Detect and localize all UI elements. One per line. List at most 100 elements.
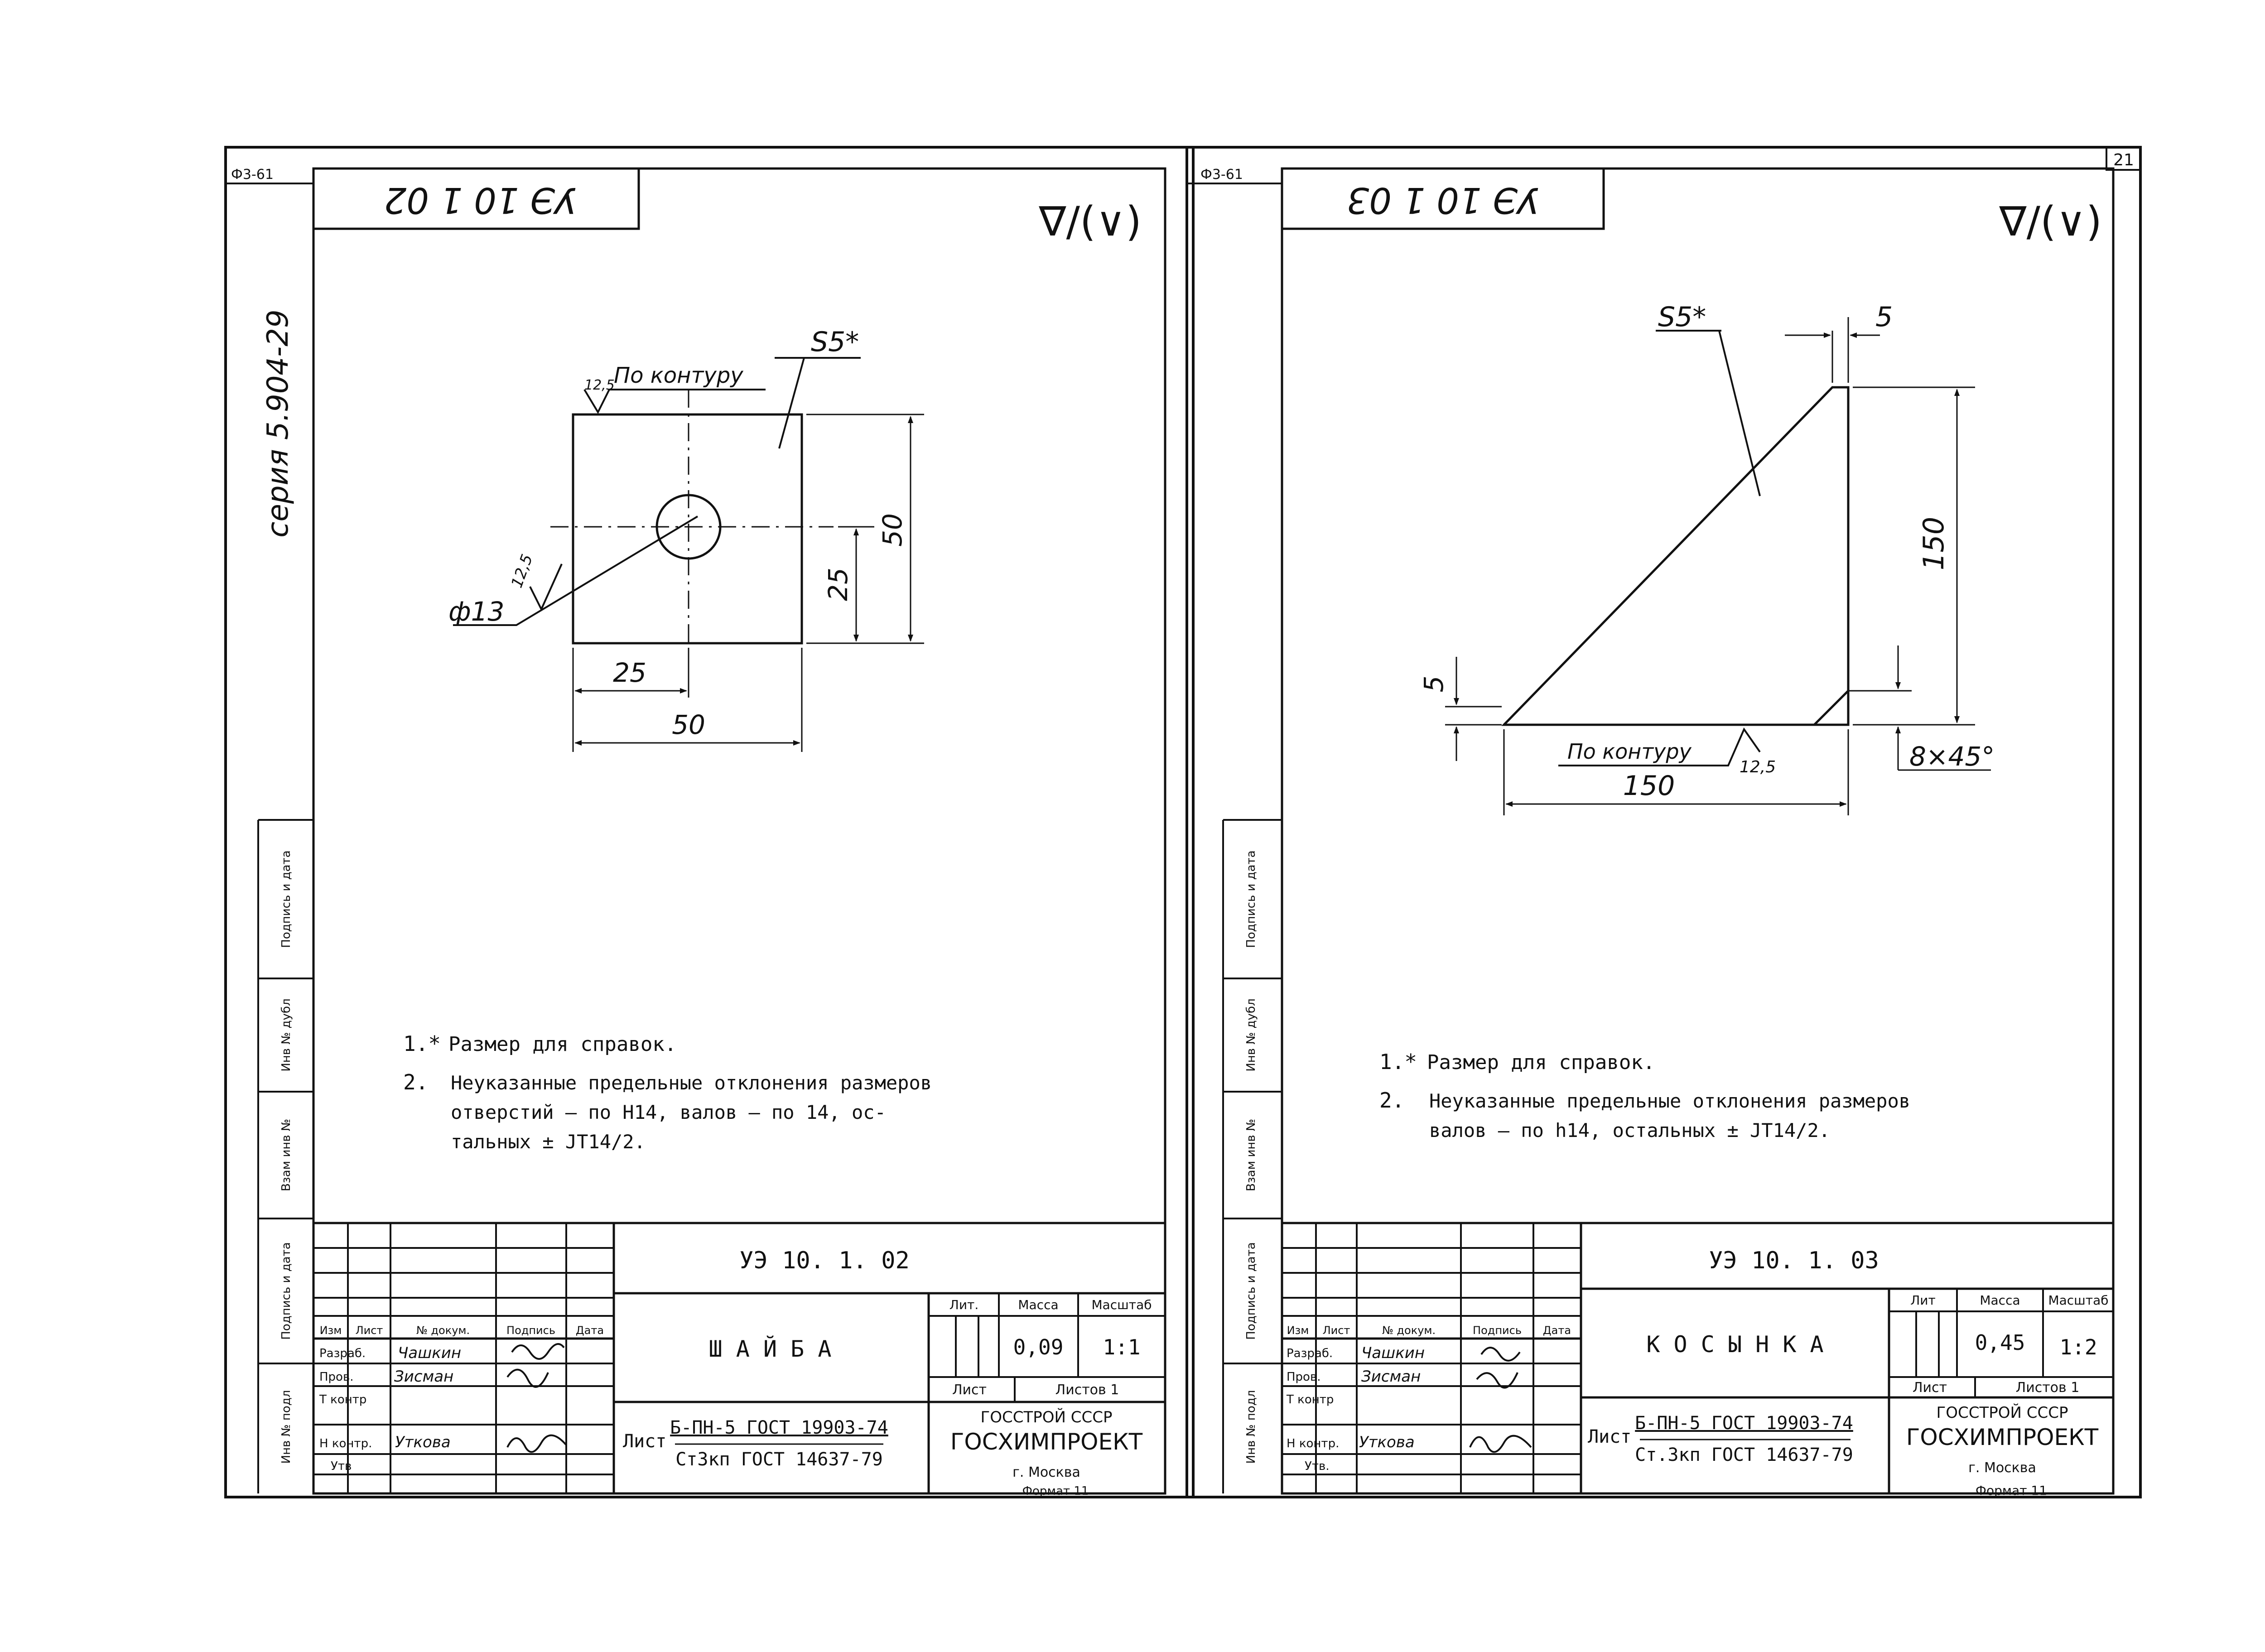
material-line: Б-ПН-5 ГОСТ 19903-74 [670,1417,888,1438]
hdr-lit: Лит. [949,1297,978,1312]
org-city: г. Москва [1968,1460,2036,1476]
dim-width-half: 25 [613,657,646,688]
hdr-lit: Лит [1910,1293,1936,1308]
sheet-left-text: Ф3-61 УЭ 10 1 02 ∇/(∨) серия 5.904-29 По… [231,167,1152,1498]
note-1-num: 1.* [1379,1050,1417,1074]
dim-height-half: 25 [823,568,853,601]
side-label: Взам инв № [1244,1119,1258,1191]
side-label: Инв № подл [1244,1390,1258,1464]
role-header: Изм [320,1324,342,1337]
scale-value: 1:2 [2059,1335,2097,1359]
signature [506,1434,567,1453]
hdr-mass: Масса [1980,1293,2020,1308]
scale-value: 1:1 [1103,1335,1140,1359]
person-role: Пров. [1287,1370,1321,1384]
material-label: Лист [1588,1426,1631,1447]
series-label: серия 5.904-29 [261,309,295,537]
note-2-line: Неуказанные предельные отклонения размер… [451,1072,932,1094]
role-header: № докум. [1382,1324,1436,1337]
material-line: Ст3кп ГОСТ 14637-79 [675,1449,883,1470]
mass-value: 0,09 [1013,1335,1064,1359]
person-name: Уткова [395,1433,451,1451]
org-city: г. Москва [1012,1464,1080,1480]
dim-thickness: S5* [811,326,859,358]
corner-code: Ф3-61 [1200,167,1243,183]
part-name: К О С Ы Н К А [1646,1331,1823,1358]
person-name: Чашкин [398,1344,461,1362]
stamp-code: УЭ 10 1 02 [384,179,577,220]
dim-hole: ф13 [448,596,504,627]
person-name: Чашкин [1361,1344,1425,1362]
format-label: Формат 11 [1022,1484,1089,1498]
side-label: Подпись и дата [280,850,293,948]
org-line: ГОССТРОЙ СССР [981,1408,1113,1426]
person-role: Н контр. [1287,1437,1339,1450]
doc-code: УЭ 10. 1. 02 [739,1247,910,1274]
note-1-num: 1.* [403,1031,441,1056]
corner-code: Ф3-61 [231,167,274,183]
note-2-num: 2. [403,1070,428,1094]
dim-roughness-hole: 12,5 [508,552,536,590]
dim-roughness-top: 12,5 [584,377,615,393]
signature [506,1368,549,1388]
org-name: ГОСХИМПРОЕКТ [1906,1424,2099,1450]
dim-width: 150 [1623,770,1675,802]
sheets-count: Листов 1 [1055,1382,1119,1398]
dim-height: 50 [877,513,908,547]
side-label: Взам инв № [280,1119,293,1191]
person-role: Пров. [319,1370,354,1384]
hdr-mass: Масса [1018,1297,1058,1312]
page-number: 21 [2113,151,2134,169]
sheet-label: Лист [1913,1380,1947,1396]
sheet-left [224,146,1195,1498]
role-header: Дата [1543,1324,1571,1337]
org-line: ГОССТРОЙ СССР [1937,1403,2068,1422]
role-header: № докум. [416,1324,470,1337]
sheets-count: Листов 1 [2016,1380,2080,1396]
sheet-label: Лист [952,1382,987,1398]
person-role: Т контр [1286,1393,1334,1406]
note-2-num: 2. [1379,1088,1404,1113]
role-header: Дата [576,1324,604,1337]
person-role: Н контр. [319,1437,372,1450]
note-1-text: Размер для справок. [448,1033,676,1056]
person-role: Утв. [1305,1459,1330,1473]
format-label: Формат 11 [1976,1483,2047,1498]
side-label: Подпись и дата [1244,1242,1258,1339]
person-name: Зисман [1361,1368,1421,1386]
side-label: Подпись и дата [1244,850,1258,948]
hdr-scale: Масштаб [2048,1293,2108,1308]
signature [1480,1347,1521,1362]
side-label: Инв № дубл [1244,998,1258,1071]
person-role: Т контр [319,1393,366,1406]
doc-code: УЭ 10. 1. 03 [1709,1247,1879,1274]
part-name: Ш А Й Б А [709,1335,832,1362]
dim-surface-note: По контуру [1567,739,1692,764]
role-header: Лист [1323,1324,1350,1337]
role-header: Подпись [1473,1324,1522,1337]
dim-surface-note: По контуру [614,363,743,388]
org-name: ГОСХИМПРОЕКТ [950,1429,1143,1455]
signature [511,1343,565,1360]
roughness-symbol: ∇/(∨) [1999,198,2102,246]
dim-thickness: S5* [1658,301,1706,333]
side-label: Подпись и дата [280,1242,293,1339]
signature [1476,1372,1518,1389]
mass-value: 0,45 [1975,1330,2025,1355]
person-name: Зисман [394,1368,453,1386]
dim-height: 150 [1917,517,1950,570]
side-label: Инв № подл [280,1390,293,1464]
material-line: Б-ПН-5 ГОСТ 19903-74 [1635,1413,1853,1434]
note-2-line: тальных ± JT14/2. [451,1131,646,1153]
sheet-right-text: Ф3-61 21 УЭ 10 1 03 ∇/(∨) Подпись и дата… [1200,151,2134,1498]
note-2-line: отверстий – по Н14, валов – по 14, ос- [451,1101,886,1123]
role-header: Подпись [506,1324,555,1337]
dim-roughness: 12,5 [1740,758,1776,776]
stamp-code: УЭ 10 1 03 [1347,179,1539,220]
side-label: Инв № дубл [280,998,293,1071]
signature [1469,1435,1532,1453]
dim-left-height: 5 [1418,676,1449,693]
note-1-text: Размер для справок. [1427,1051,1655,1074]
note-2-line: валов – по h14, остальных ± JT14/2. [1429,1119,1830,1141]
